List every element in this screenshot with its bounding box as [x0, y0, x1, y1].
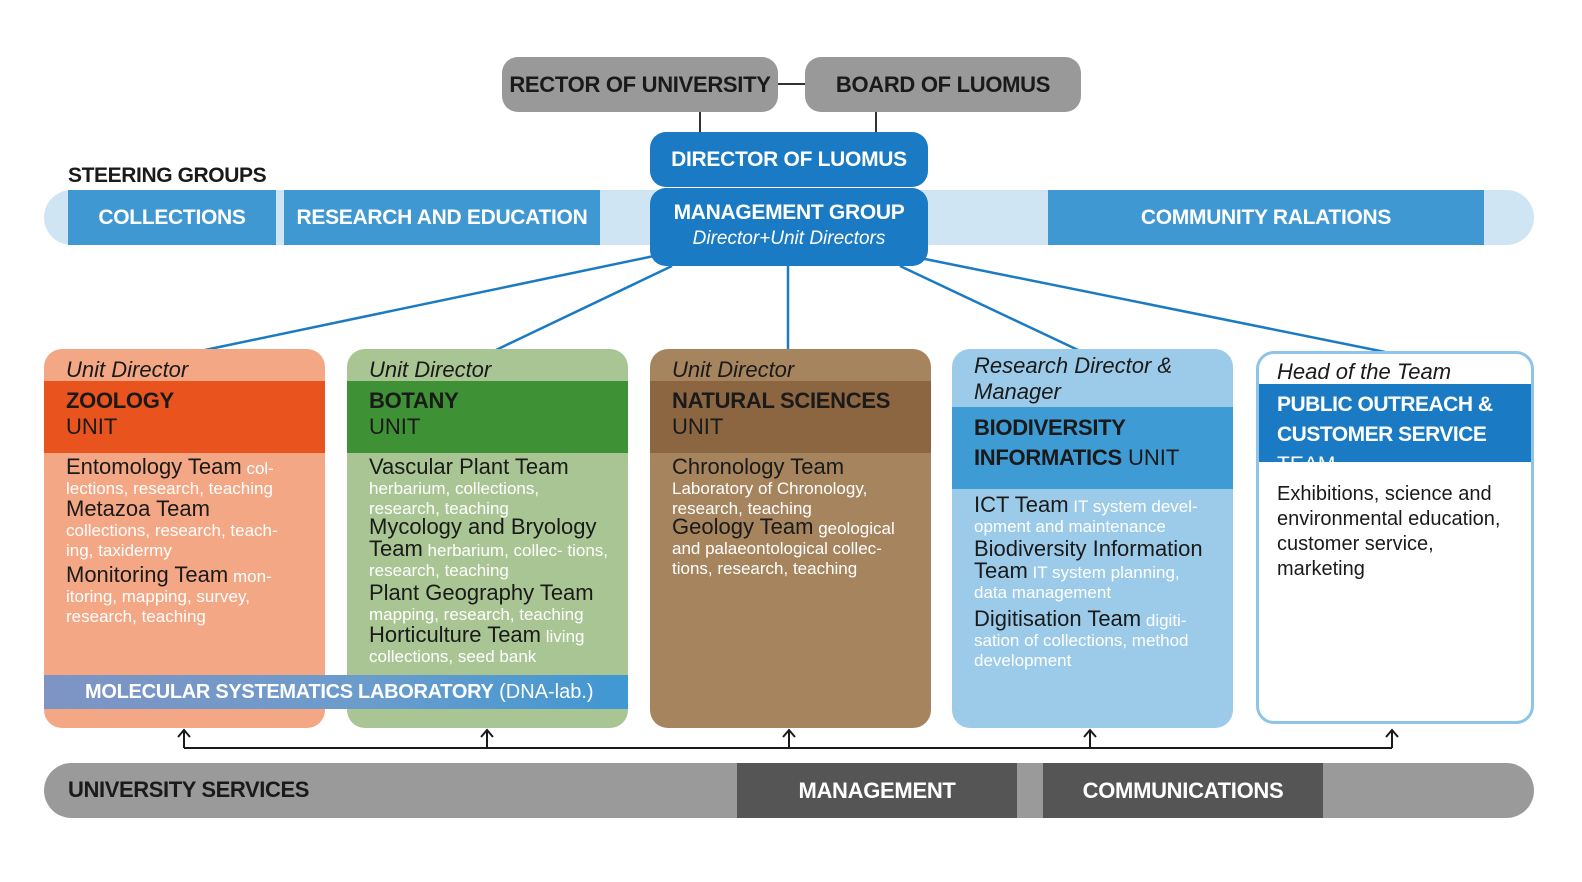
team-chronology: Chronology Team Laboratory of Chronology…	[672, 454, 913, 519]
unit-name: PUBLIC OUTREACH & CUSTOMER SERVICE	[1277, 393, 1493, 446]
steering-groups-label: STEERING GROUPS	[68, 164, 267, 187]
unit-role: Unit Director	[66, 357, 189, 382]
team-digitisation: Digitisation Team digiti- sation of coll…	[974, 606, 1215, 671]
team-desc: col- lections, research, teaching	[66, 459, 274, 498]
team-ict: ICT Team IT system devel- opment and mai…	[974, 492, 1215, 537]
unit-header: BOTANY UNIT	[347, 381, 628, 453]
team-plant-geography: Plant Geography Team mapping, research, …	[369, 580, 610, 625]
team-desc: mon- itoring, mapping, survey, research,…	[66, 567, 272, 626]
unit-suffix: UNIT	[1127, 445, 1180, 470]
team-name: Monitoring Team	[66, 562, 229, 587]
unit-zoology: Unit Director ZOOLOGY UNIT Entomology Te…	[44, 349, 325, 728]
team-name: Plant Geography Team	[369, 580, 594, 605]
unit-role: Head of the Team	[1277, 359, 1452, 384]
team-horticulture: Horticulture Team living collections, se…	[369, 622, 610, 667]
unit-role: Unit Director	[369, 357, 492, 382]
team-geology: Geology Team geological and palaeontolog…	[672, 514, 913, 579]
team-name: Mycology and Bryology Team	[369, 514, 597, 561]
unit-name: NATURAL SCIENCES	[672, 388, 891, 413]
steering-research-education: RESEARCH AND EDUCATION	[284, 190, 600, 245]
unit-biodiversity-informatics: Research Director & Manager BIODIVERSITY…	[952, 349, 1233, 728]
unit-suffix: UNIT	[369, 414, 421, 439]
team-desc: geological and palaeontological collec- …	[672, 519, 895, 578]
unit-suffix: TEAM	[1277, 453, 1336, 476]
unit-name: BOTANY	[369, 388, 459, 413]
team-desc: living collections, seed bank	[369, 627, 585, 666]
unit-suffix: UNIT	[66, 414, 118, 439]
molecular-lab-band: MOLECULAR SYSTEMATICS LABORATORY (DNA-la…	[44, 675, 628, 709]
unit-header: PUBLIC OUTREACH & CUSTOMER SERVICE TEAM	[1259, 384, 1531, 476]
team-name: Horticulture Team	[369, 622, 541, 647]
team-name: Entomology Team	[66, 454, 242, 479]
team-desc: IT system planning, data management	[974, 563, 1180, 602]
unit-name: ZOOLOGY	[66, 388, 174, 413]
steering-collections: COLLECTIONS	[68, 190, 276, 245]
team-desc: Laboratory of Chronology, research, teac…	[672, 479, 868, 518]
unit-header: BIODIVERSITY INFORMATICS UNIT	[952, 407, 1233, 489]
unit-role: Unit Director	[672, 357, 795, 382]
team-desc: herbarium, collections, research, teachi…	[369, 479, 540, 518]
services-management: MANAGEMENT	[737, 763, 1017, 818]
team-desc: digiti- sation of collections, method de…	[974, 611, 1189, 670]
director-box: DIRECTOR OF LUOMUS	[650, 132, 928, 187]
unit-public-outreach: Head of the Team PUBLIC OUTREACH & CUSTO…	[1256, 351, 1534, 724]
team-monitoring: Monitoring Team mon- itoring, mapping, s…	[66, 562, 307, 627]
team-desc: collections, research, teach- ing, taxid…	[66, 521, 278, 560]
team-biodiversity-information: Biodiversity Information Team IT system …	[974, 536, 1215, 603]
team-name: ICT Team	[974, 492, 1069, 517]
unit-botany: Unit Director BOTANY UNIT Vascular Plant…	[347, 349, 628, 728]
management-group-title: MANAGEMENT GROUP	[673, 201, 905, 224]
team-entomology: Entomology Team col- lections, research,…	[66, 454, 307, 499]
unit-header: ZOOLOGY UNIT	[44, 381, 325, 453]
unit-suffix: UNIT	[672, 414, 724, 439]
team-desc: IT system devel- opment and maintenance	[974, 497, 1198, 536]
team-desc: mapping, research, teaching	[369, 605, 584, 624]
team-desc: herbarium, collec- tions, research, teac…	[369, 541, 608, 580]
molecular-lab-suffix: (DNA-lab.)	[499, 680, 594, 703]
team-vascular-plant: Vascular Plant Team herbarium, collectio…	[369, 454, 610, 519]
outreach-description: Exhibitions, science and environmental e…	[1277, 483, 1501, 580]
team-name: Chronology Team	[672, 454, 845, 479]
board-box: BOARD OF LUOMUS	[805, 57, 1081, 112]
team-name: Metazoa Team	[66, 496, 210, 521]
team-name: Digitisation Team	[974, 606, 1142, 631]
management-group-subtitle: Director+Unit Directors	[692, 228, 886, 249]
unit-role: Research Director & Manager	[974, 353, 1173, 404]
university-services-label: UNIVERSITY SERVICES	[68, 777, 309, 802]
molecular-lab-name: MOLECULAR SYSTEMATICS LABORATORY	[85, 680, 494, 703]
unit-header: NATURAL SCIENCES UNIT	[650, 381, 931, 453]
rector-box: RECTOR OF UNIVERSITY	[502, 57, 778, 112]
steering-community-relations: COMMUNITY RALATIONS	[1048, 190, 1484, 245]
team-name: Vascular Plant Team	[369, 454, 569, 479]
services-communications: COMMUNICATIONS	[1043, 763, 1323, 818]
team-metazoa: Metazoa Team collections, research, teac…	[66, 496, 307, 561]
unit-name: BIODIVERSITY INFORMATICS	[974, 415, 1126, 470]
team-name: Biodiversity Information Team	[974, 536, 1203, 583]
team-name: Geology Team	[672, 514, 814, 539]
unit-natural-sciences: Unit Director NATURAL SCIENCES UNIT Chro…	[650, 349, 931, 728]
management-group-box: MANAGEMENT GROUP Director+Unit Directors	[650, 188, 928, 266]
team-mycology-bryology: Mycology and Bryology Team herbarium, co…	[369, 514, 610, 581]
